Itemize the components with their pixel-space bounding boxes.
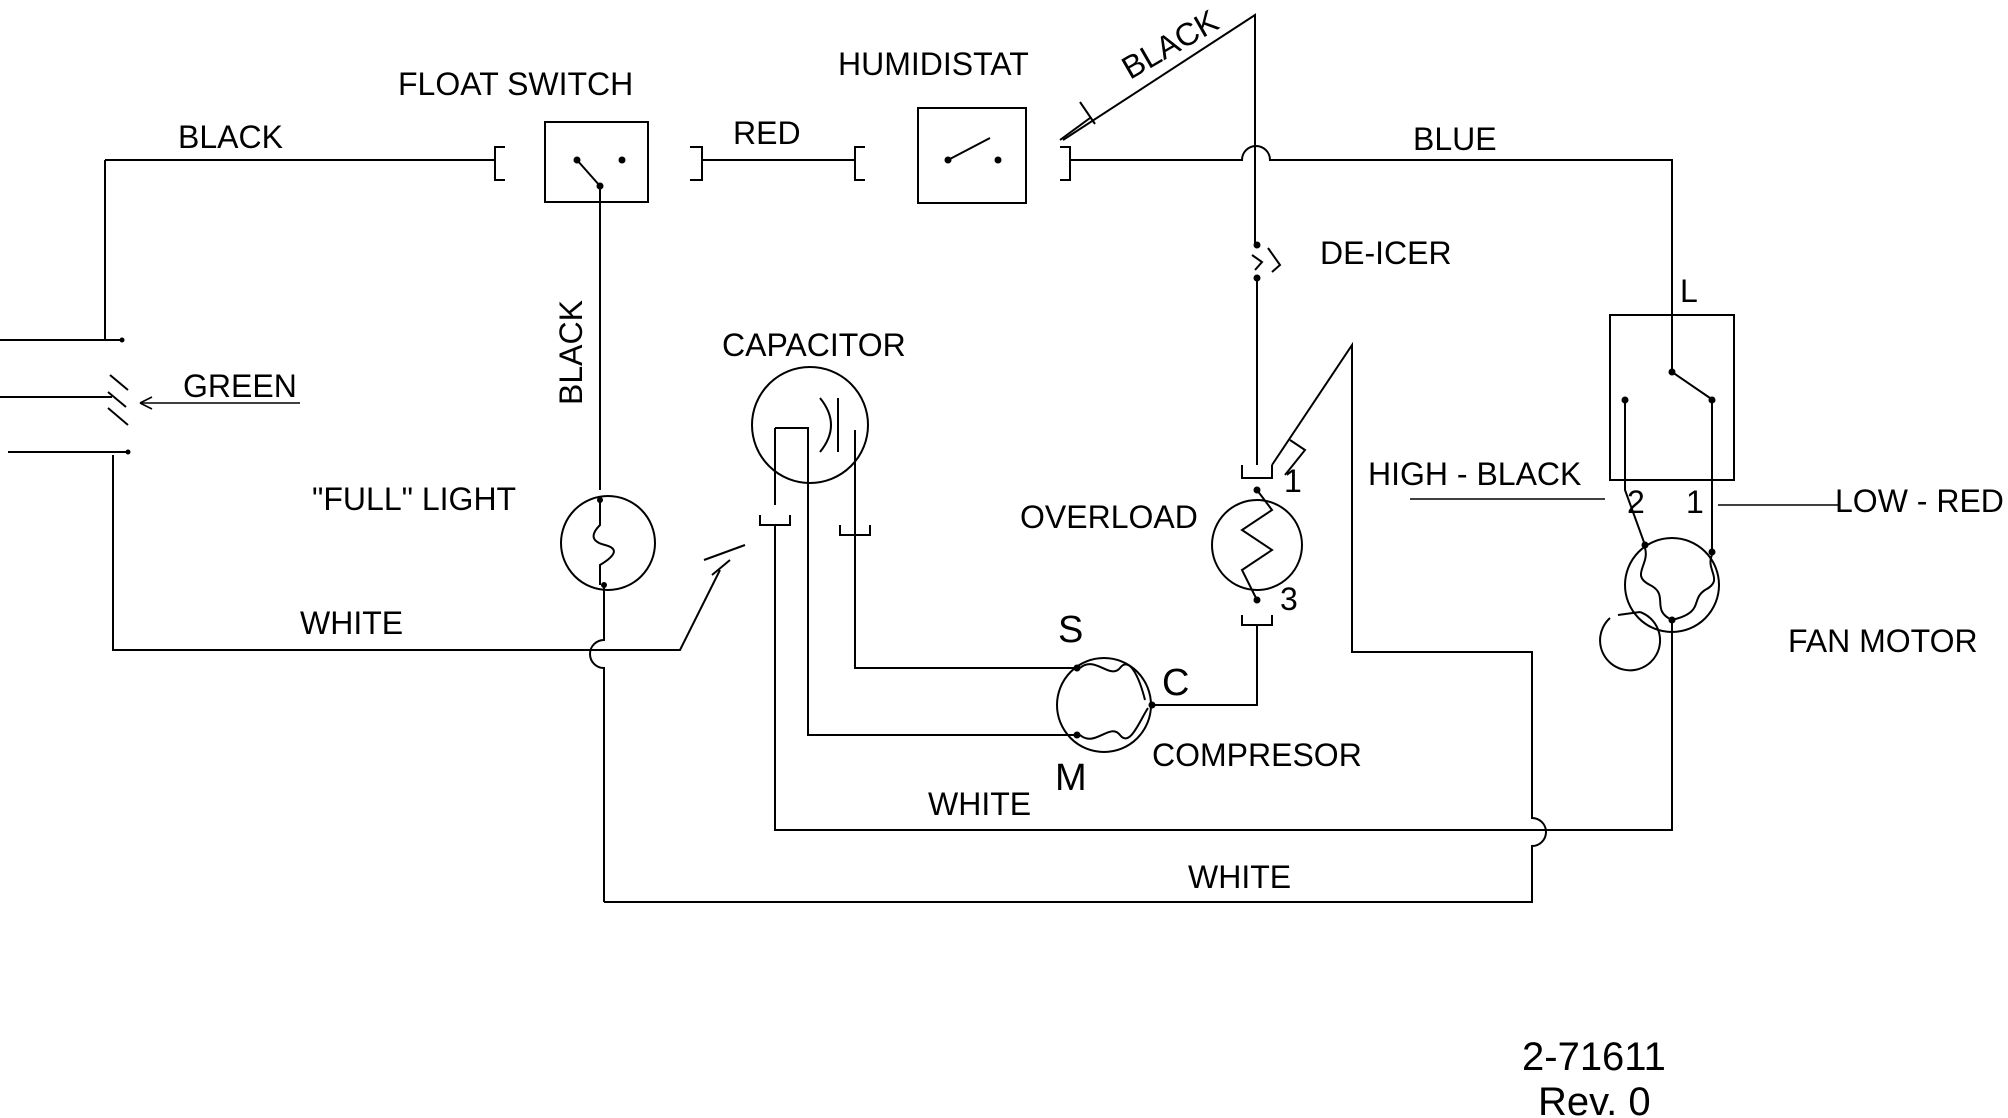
label-fan-2: 2 bbox=[1627, 484, 1645, 520]
label-compresor: COMPRESOR bbox=[1152, 737, 1362, 773]
fan-motor bbox=[1599, 537, 1720, 672]
label-fan-motor: FAN MOTOR bbox=[1788, 623, 1978, 659]
label-capacitor: CAPACITOR bbox=[722, 327, 906, 363]
label-black-diagonal: BLACK bbox=[1116, 2, 1225, 86]
label-black-vertical: BLACK bbox=[553, 300, 589, 405]
overload bbox=[1211, 439, 1307, 626]
wire-cap-s bbox=[854, 430, 1077, 669]
label-black-top: BLACK bbox=[178, 119, 283, 155]
label-c: C bbox=[1162, 662, 1189, 704]
capacitor bbox=[703, 366, 871, 576]
wire-light-down bbox=[589, 585, 605, 902]
label-overload-3: 3 bbox=[1280, 581, 1298, 617]
wire-humidistat-out bbox=[1070, 145, 1673, 318]
label-m: M bbox=[1055, 757, 1087, 799]
label-low-red: LOW - RED bbox=[1835, 483, 2004, 519]
label-white-left: WHITE bbox=[300, 605, 403, 641]
float-switch bbox=[494, 121, 703, 203]
label-full-light: "FULL" LIGHT bbox=[312, 481, 516, 517]
labels: BLACK FLOAT SWITCH RED HUMIDISTAT BLACK … bbox=[178, 2, 2004, 1118]
doc-revision: Rev. 0 bbox=[1538, 1080, 1651, 1118]
label-l: L bbox=[1680, 273, 1698, 309]
label-high-black: HIGH - BLACK bbox=[1368, 456, 1581, 492]
fan-switch-box bbox=[1609, 314, 1735, 481]
label-green: GREEN bbox=[183, 368, 297, 404]
label-float-switch: FLOAT SWITCH bbox=[398, 66, 633, 102]
label-s: S bbox=[1058, 609, 1083, 651]
label-white-bottom: WHITE bbox=[1188, 859, 1291, 895]
label-blue: BLUE bbox=[1413, 121, 1497, 157]
wire-cap-m bbox=[775, 427, 1077, 736]
plug bbox=[107, 337, 131, 455]
de-icer bbox=[1251, 241, 1282, 282]
compressor bbox=[1056, 657, 1156, 753]
wires bbox=[0, 13, 1840, 903]
label-overload: OVERLOAD bbox=[1020, 499, 1198, 535]
fan-lead-2 bbox=[1624, 400, 1646, 546]
wire-cap-common bbox=[774, 525, 1673, 831]
label-humidistat: HUMIDISTAT bbox=[838, 46, 1029, 82]
label-fan-1: 1 bbox=[1686, 484, 1704, 520]
label-white-mid: WHITE bbox=[928, 786, 1031, 822]
humidistat bbox=[854, 101, 1096, 204]
doc-number: 2-71611 bbox=[1522, 1035, 1666, 1079]
green-arrow bbox=[139, 396, 153, 410]
wire-black-diagonal bbox=[1062, 13, 1256, 245]
wire-overload-c bbox=[1152, 625, 1258, 706]
full-light bbox=[560, 495, 656, 591]
label-de-icer: DE-ICER bbox=[1320, 235, 1452, 271]
wire-white-left bbox=[112, 455, 721, 651]
label-overload-1: 1 bbox=[1284, 463, 1302, 499]
label-red: RED bbox=[733, 115, 801, 151]
